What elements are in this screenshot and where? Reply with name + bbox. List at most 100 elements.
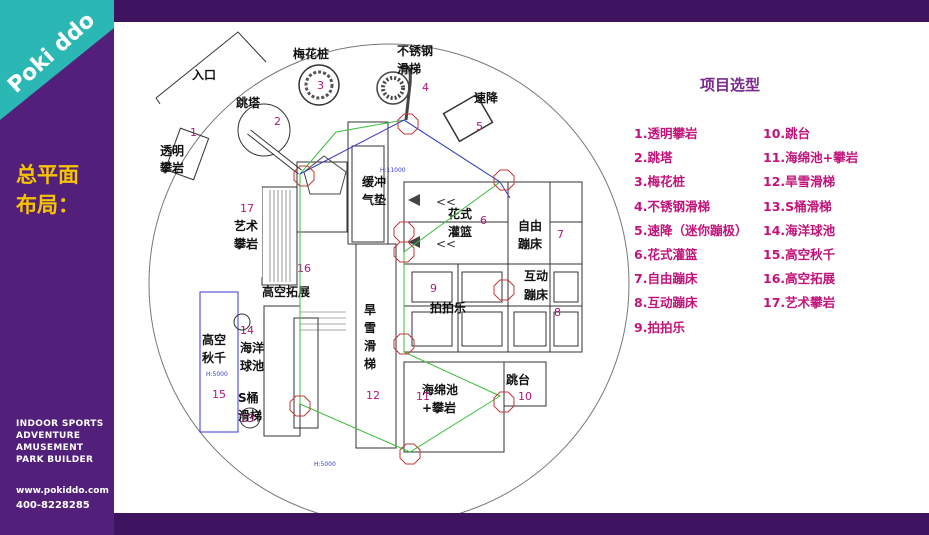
label-haiyang-1: 海洋 — [240, 340, 264, 355]
label-gaokong-qiuqian-2: 秋千 — [202, 350, 226, 365]
label-stong-1: S桶 — [238, 390, 259, 405]
item-number-13: 13 — [240, 412, 254, 425]
phone-number: 400-8228285 — [16, 500, 90, 511]
svg-text:<<: << — [436, 237, 456, 251]
item-number-16: 16 — [297, 262, 311, 275]
legend-title: 项目选型 — [700, 76, 761, 94]
item-number-1: 1 — [190, 126, 197, 139]
outer-circle — [148, 43, 630, 513]
plum-pile-circle — [298, 64, 340, 106]
label-buxiugang-1: 不锈钢 — [397, 43, 433, 58]
legend-item: 16.高空拓展 — [763, 271, 836, 287]
dry-snow-slide-area — [355, 243, 397, 449]
legend-item: 4.不锈钢滑梯 — [634, 198, 710, 214]
item-number-15: 15 — [212, 388, 226, 401]
pokiddo-logo: Poki ddo — [0, 0, 114, 120]
label-tiaotai: 跳台 — [506, 372, 530, 387]
label-yishu-1: 艺术 — [234, 218, 258, 233]
foam-pit-area — [403, 361, 505, 453]
label-haimian-1: 海绵池 — [422, 382, 458, 397]
tagline-line: INDOOR SPORTS — [16, 419, 104, 429]
item-number-4: 4 — [422, 81, 429, 94]
label-hanxue-1: 旱 — [364, 303, 376, 317]
item-number-7: 7 — [557, 228, 564, 241]
label-paipaile: 拍拍乐 — [430, 300, 466, 315]
legend-item: 8.互动蹦床 — [634, 295, 698, 311]
legend-item: 10.跳台 — [763, 126, 811, 141]
label-haimian-2: +攀岩 — [422, 400, 456, 415]
label-meihua: 梅花桩 — [293, 46, 329, 61]
item-number-12: 12 — [366, 389, 380, 402]
website-link[interactable]: www.pokiddo.com — [16, 486, 109, 496]
height-label-5000-a: H:5000 — [206, 371, 228, 378]
item-number-3: 3 — [317, 79, 324, 92]
label-huashi-2: 灌篮 — [447, 224, 472, 239]
legend-item: 11.海绵池+攀岩 — [763, 150, 859, 166]
tagline: INDOOR SPORTS ADVENTURE AMUSEMENT PARK B… — [16, 418, 104, 466]
legend-item: 1.透明攀岩 — [634, 126, 698, 141]
label-hudong-1: 互动 — [524, 269, 548, 283]
item-number-17: 17 — [240, 202, 254, 215]
legend-item: 3.梅花桩 — [634, 174, 685, 190]
brand-sidebar: Poki ddo 总平面 布局： INDOOR SPORTS ADVENTURE… — [0, 0, 114, 535]
bottom-bar — [0, 513, 929, 535]
legend-item: 15.高空秋千 — [763, 246, 836, 262]
stainless-slide-icon — [376, 64, 412, 121]
legend-column-1: 1.透明攀岩 2.跳塔 3.梅花桩 4.不锈钢滑梯 5.速降（迷你蹦极） 6.花… — [634, 122, 747, 340]
label-ziyou-2: 蹦床 — [518, 236, 543, 251]
ocean-ball-area — [263, 305, 301, 437]
label-gaokong-qiuqian-1: 高空 — [202, 332, 226, 347]
item-number-10: 10 — [518, 390, 532, 403]
trampoline-grid — [403, 181, 583, 353]
floor-plan: 入口 1 透明 攀岩 跳塔 2 梅花桩 3 不锈钢 滑梯 4 速降 5 缓冲 气… — [148, 31, 630, 513]
item-number-9: 9 — [430, 282, 437, 295]
item-number-2: 2 — [274, 115, 281, 128]
central-tower — [296, 161, 348, 233]
label-hanxue-3: 滑 — [364, 338, 376, 353]
route-line-green — [299, 119, 502, 453]
jump-tower-circle — [237, 103, 291, 157]
tagline-line: ADVENTURE — [16, 431, 81, 441]
label-touming-2: 攀岩 — [160, 160, 184, 175]
marker-octagons — [289, 113, 515, 465]
entrance-label: 入口 — [192, 68, 216, 82]
label-gaokong-tuozhan: 高空拓展 — [262, 284, 310, 299]
label-hanxue-2: 雪 — [364, 321, 376, 335]
legend-item: 7.自由蹦床 — [634, 271, 698, 287]
legend-item: 12.旱雪滑梯 — [763, 174, 836, 190]
jump-platform-area — [503, 361, 547, 407]
tagline-line: AMUSEMENT — [16, 443, 84, 453]
label-haiyang-2: 球池 — [240, 358, 264, 373]
high-swing-area — [199, 291, 239, 433]
label-stong-2: 滑梯 — [238, 408, 262, 423]
legend-item: 13.S桶滑梯 — [763, 198, 832, 214]
label-huashi-1: 花式 — [448, 206, 472, 221]
label-touming-1: 透明 — [160, 144, 184, 158]
label-hudong-2: 蹦床 — [524, 287, 549, 302]
item-number-6: 6 — [480, 214, 487, 227]
legend-item: 6.花式灌篮 — [634, 246, 698, 262]
item-number-11: 11 — [416, 390, 430, 403]
label-hanxue-4: 梯 — [364, 356, 376, 371]
label-huanchong-1: 缓冲 — [362, 174, 386, 189]
entrance-outline — [155, 31, 267, 99]
label-huanchong-2: 气垫 — [361, 192, 386, 207]
label-yishu-2: 攀岩 — [234, 236, 258, 251]
height-label-5000-b: H:5000 — [314, 461, 336, 468]
label-buxiugang-2: 滑梯 — [397, 61, 421, 76]
transparent-climbing-area — [164, 127, 210, 181]
legend-item: 5.速降（迷你蹦极） — [634, 222, 748, 238]
speed-drop-area — [442, 93, 494, 143]
page-title: 总平面 布局： — [16, 163, 79, 217]
item-number-14: 14 — [240, 324, 254, 337]
art-climbing-area — [261, 186, 298, 286]
item-number-5: 5 — [476, 120, 483, 133]
label-sujiang: 速降 — [474, 90, 499, 105]
legend-item: 2.跳塔 — [634, 150, 673, 166]
height-label-11000: H:11000 — [380, 167, 406, 174]
legend-item: 14.海洋球池 — [763, 222, 836, 238]
top-bar — [0, 0, 929, 22]
svg-text:<<: << — [436, 195, 456, 209]
item-number-8: 8 — [554, 306, 561, 319]
legend-column-2: 10.跳台 11.海绵池+攀岩 12.旱雪滑梯 13.S桶滑梯 14.海洋球池 … — [763, 122, 858, 316]
